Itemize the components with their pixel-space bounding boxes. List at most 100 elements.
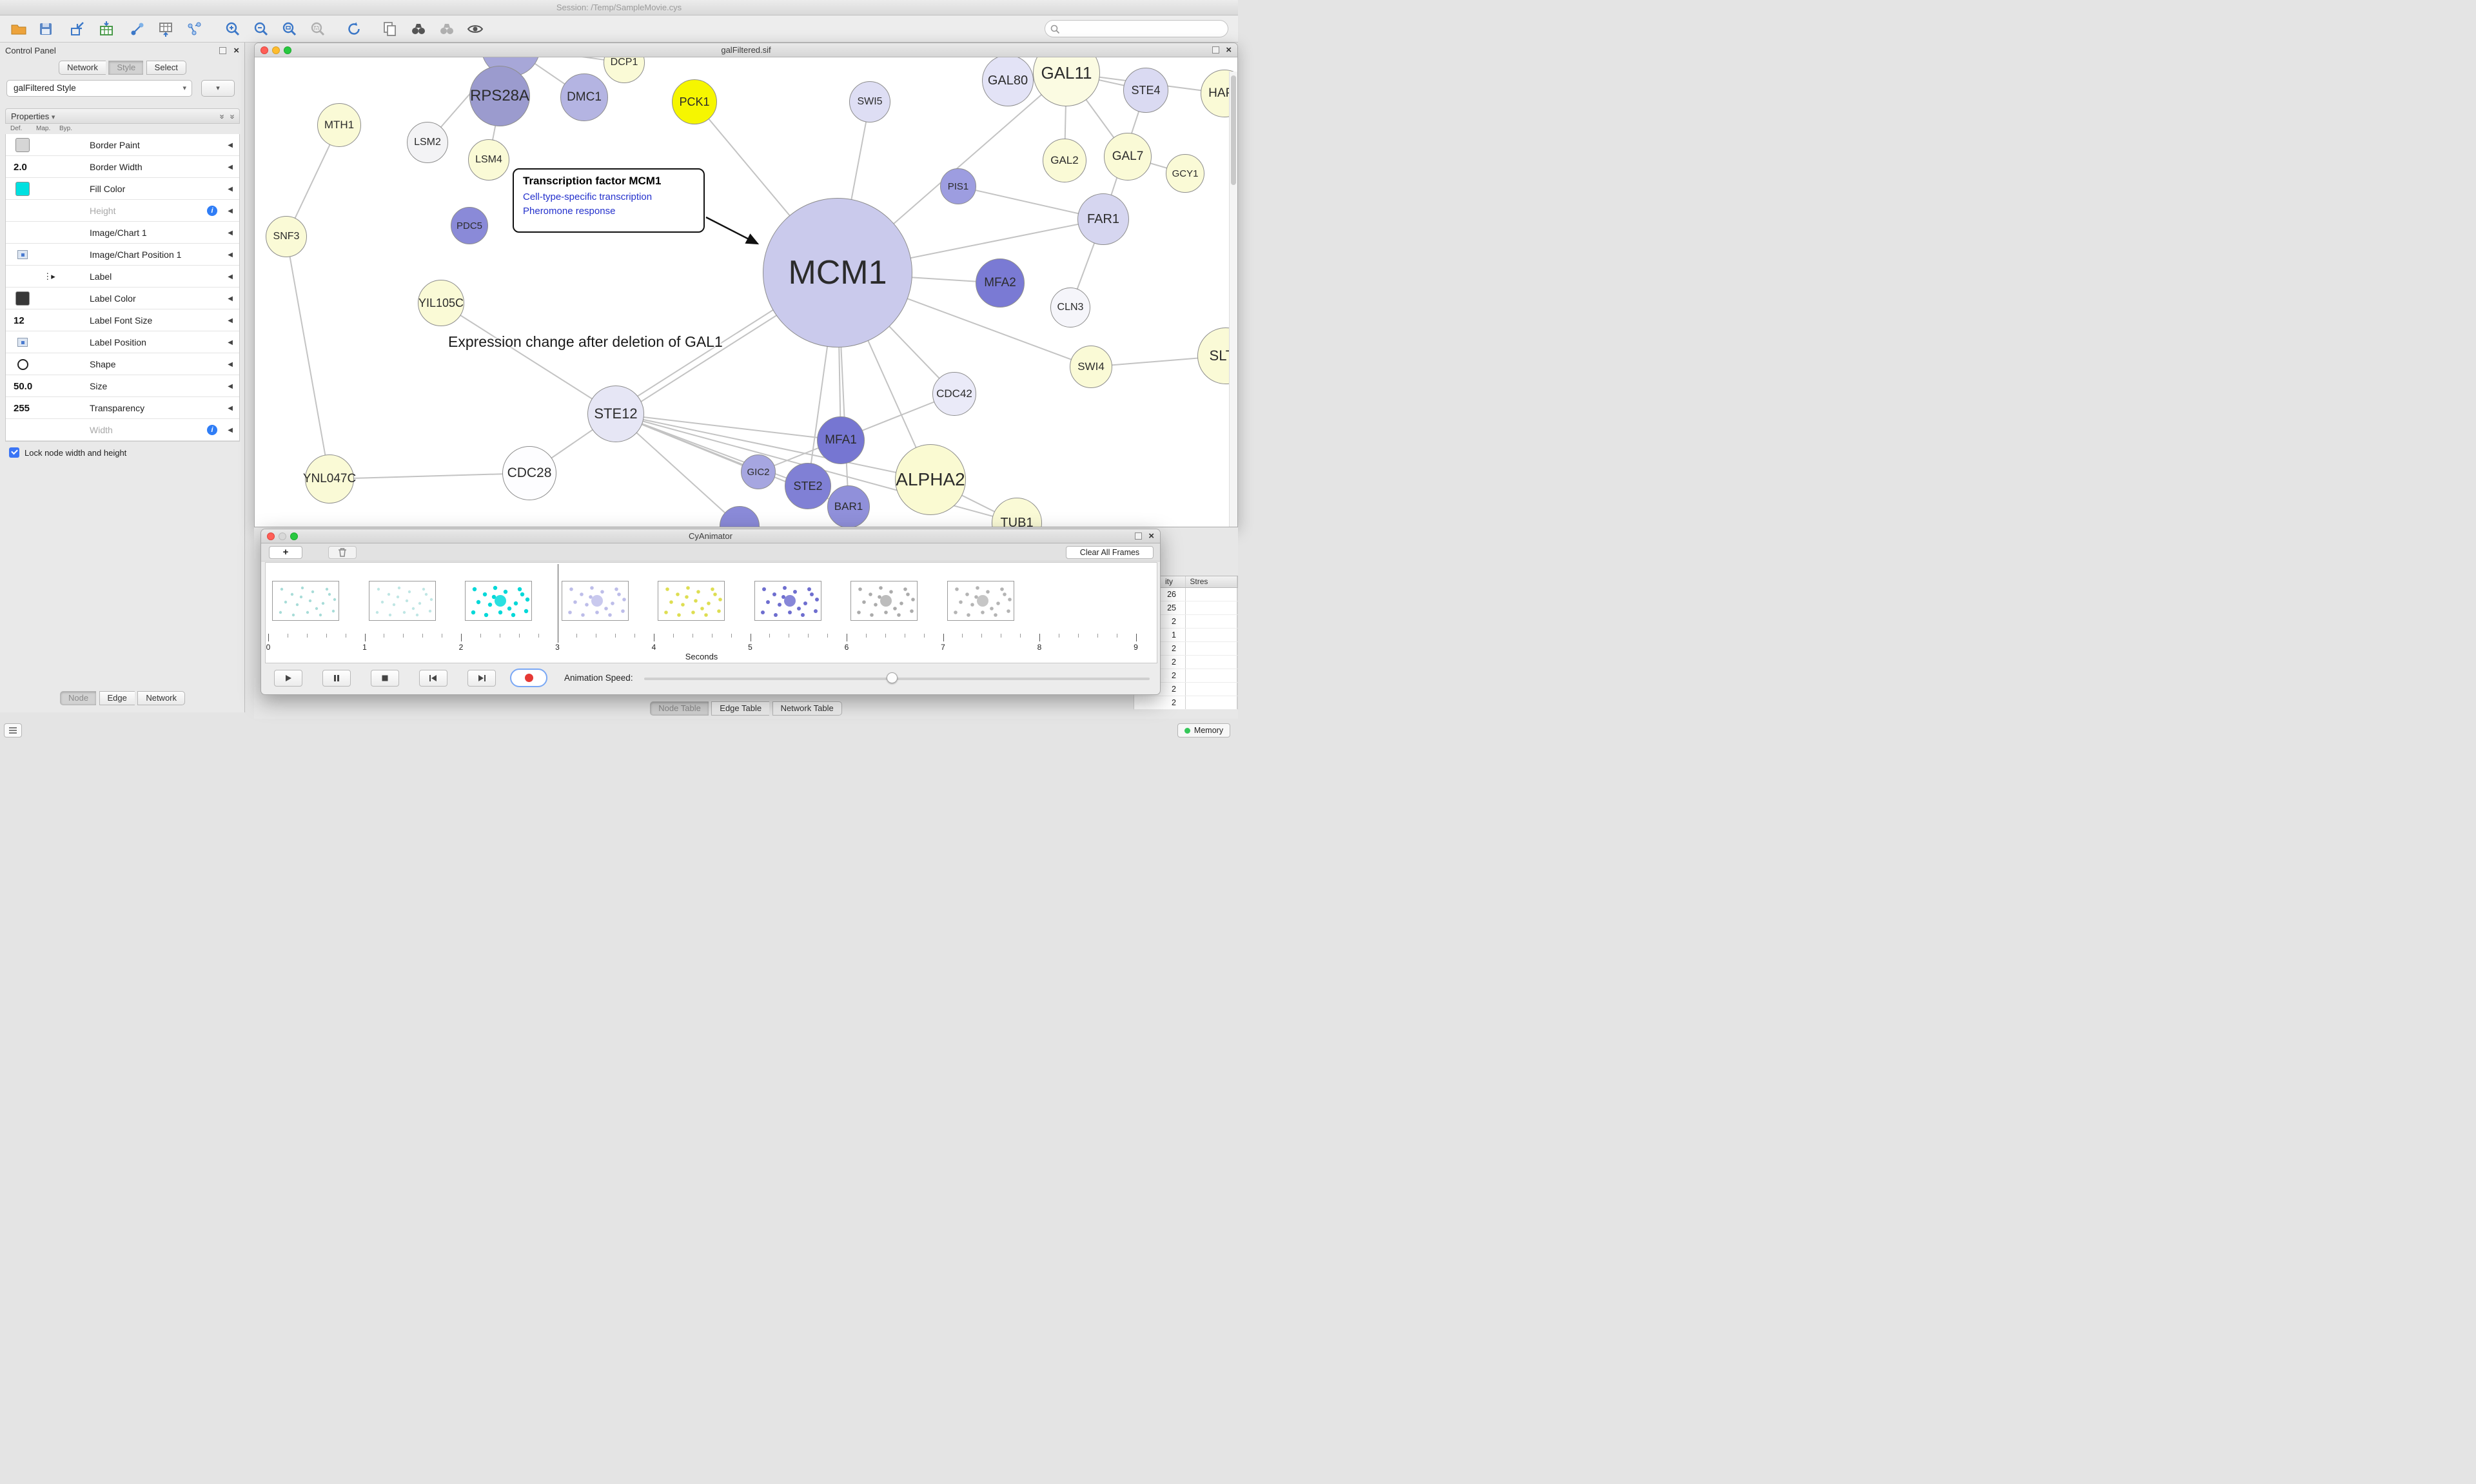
search-box[interactable] [1045,20,1228,37]
first-neighbors-icon[interactable] [408,18,429,40]
snapshot-icon[interactable] [379,18,401,40]
lock-size-checkbox[interactable] [9,447,19,458]
import-network-icon[interactable] [67,18,89,40]
graph-node-RPS28A[interactable]: RPS28A [469,66,530,126]
table-cell-ity[interactable]: 2 [1134,683,1186,696]
mapping-cell[interactable] [38,134,60,156]
expand-arrow-icon[interactable]: ◀ [228,229,233,237]
close-window-icon[interactable]: × [1226,44,1232,55]
expand-arrow-icon[interactable]: ◀ [228,427,233,434]
close-window-icon[interactable]: × [1148,531,1154,542]
graph-node-CLN3[interactable]: CLN3 [1050,288,1090,327]
bypass-cell[interactable] [61,353,81,375]
color-swatch[interactable] [15,182,30,196]
maximize-traffic-light[interactable] [284,46,291,54]
property-row-label-position[interactable]: Label Position◀ [6,331,239,353]
info-icon[interactable]: i [207,425,217,435]
mapping-cell[interactable] [38,178,60,200]
bypass-cell[interactable] [61,200,81,222]
previous-frame-button[interactable] [419,670,447,687]
graph-node-YIL105C[interactable]: YIL105C [418,280,464,326]
bypass-cell[interactable] [61,397,81,419]
mapping-cell[interactable] [38,156,60,178]
table-cell-stress[interactable] [1186,669,1237,682]
mapping-cell[interactable] [38,200,60,222]
graph-node-ALPHA2[interactable]: ALPHA2 [895,444,966,515]
graph-node-CDC42[interactable]: CDC42 [932,372,976,416]
mapping-cell[interactable] [38,222,60,244]
graph-node-SNF3[interactable]: SNF3 [266,216,307,257]
annotation-link-2[interactable]: Pheromone response [523,205,616,217]
expand-arrow-icon[interactable]: ◀ [228,317,233,324]
graph-node-SWI4[interactable]: SWI4 [1070,346,1112,388]
graph-node-GCY1[interactable]: GCY1 [1166,154,1204,193]
frame-thumbnail-1[interactable] [368,581,436,621]
table-cell-ity[interactable]: 2 [1134,696,1186,709]
graph-node-LSM2[interactable]: LSM2 [407,122,448,163]
graph-node-LSM4[interactable]: LSM4 [468,139,509,181]
color-swatch[interactable] [15,291,30,306]
table-row[interactable]: 2 [1134,696,1238,710]
default-value-cell[interactable]: 50.0 [14,380,33,392]
bypass-cell[interactable] [61,288,81,309]
close-traffic-light[interactable] [260,46,268,54]
clear-all-frames-button[interactable]: Clear All Frames [1066,546,1154,559]
expand-arrow-icon[interactable]: ◀ [228,383,233,390]
tab-edge[interactable]: Edge [99,691,135,705]
expand-arrow-icon[interactable]: ◀ [228,251,233,259]
minimize-traffic-light[interactable] [272,46,280,54]
graph-edge-STE12-ALPHA2[interactable] [615,413,931,480]
property-row-shape[interactable]: Shape◀ [6,353,239,375]
graph-node-STE12[interactable]: STE12 [587,386,644,442]
bypass-cell[interactable] [61,266,81,288]
expand-arrow-icon[interactable]: ◀ [228,339,233,346]
bypass-cell[interactable] [61,331,81,353]
zoom-in-icon[interactable] [222,18,244,40]
annotation-link-1[interactable]: Cell-type-specific transcription [523,191,653,202]
show-details-icon[interactable] [464,18,486,40]
property-row-border-paint[interactable]: Border Paint◀ [6,134,239,156]
graph-edge-YIL105C-STE12[interactable] [440,302,616,415]
scrollbar-thumb[interactable] [1231,75,1236,185]
frame-thumbnail-3[interactable] [561,581,629,621]
default-value-cell[interactable]: 255 [14,402,30,414]
save-icon[interactable] [35,18,57,40]
stop-button[interactable] [371,670,399,687]
tab-network[interactable]: Network [59,61,106,75]
mapping-icon[interactable]: ⋮▸ [43,271,55,281]
tab-network-style[interactable]: Network [137,691,186,705]
tab-edge-table[interactable]: Edge Table [711,701,770,716]
export-table-icon[interactable] [155,18,177,40]
graph-node-MCM1[interactable]: MCM1 [763,198,912,347]
network-canvas[interactable]: RPS28BRPS28ADMC1DCP1PCK1SWI5GAL80GAL11ST… [255,57,1237,527]
table-cell-ity[interactable]: 2 [1134,656,1186,669]
default-value-cell[interactable] [8,331,37,353]
style-selector-dropdown[interactable]: galFiltered Style ▾ [6,80,192,97]
new-network-icon[interactable] [183,18,205,40]
mapping-cell[interactable] [38,397,60,419]
table-cell-ity[interactable]: 2 [1134,642,1186,655]
record-button[interactable] [510,669,547,687]
expand-all-icon[interactable]: « [226,114,237,119]
next-frame-button[interactable] [467,670,496,687]
table-cell-stress[interactable] [1186,615,1237,628]
annotation-box[interactable]: Transcription factor MCM1 Cell-type-spec… [513,168,705,233]
zoom-out-icon[interactable] [250,18,272,40]
info-icon[interactable]: i [207,206,217,216]
zoom-selected-icon[interactable] [307,18,329,40]
expand-arrow-icon[interactable]: ◀ [228,164,233,171]
default-value-cell[interactable] [8,178,37,200]
minimize-traffic-light[interactable] [279,532,286,540]
frame-thumbnail-6[interactable] [850,581,918,621]
graph-node-SWI5[interactable]: SWI5 [849,81,890,122]
table-cell-ity[interactable]: 25 [1134,601,1186,614]
bypass-cell[interactable] [61,134,81,156]
timeline-playhead[interactable] [557,564,558,643]
graph-node-YNL047C[interactable]: YNL047C [303,454,356,503]
graph-node-GAL80[interactable]: GAL80 [982,57,1034,106]
float-window-icon[interactable] [1135,532,1142,540]
